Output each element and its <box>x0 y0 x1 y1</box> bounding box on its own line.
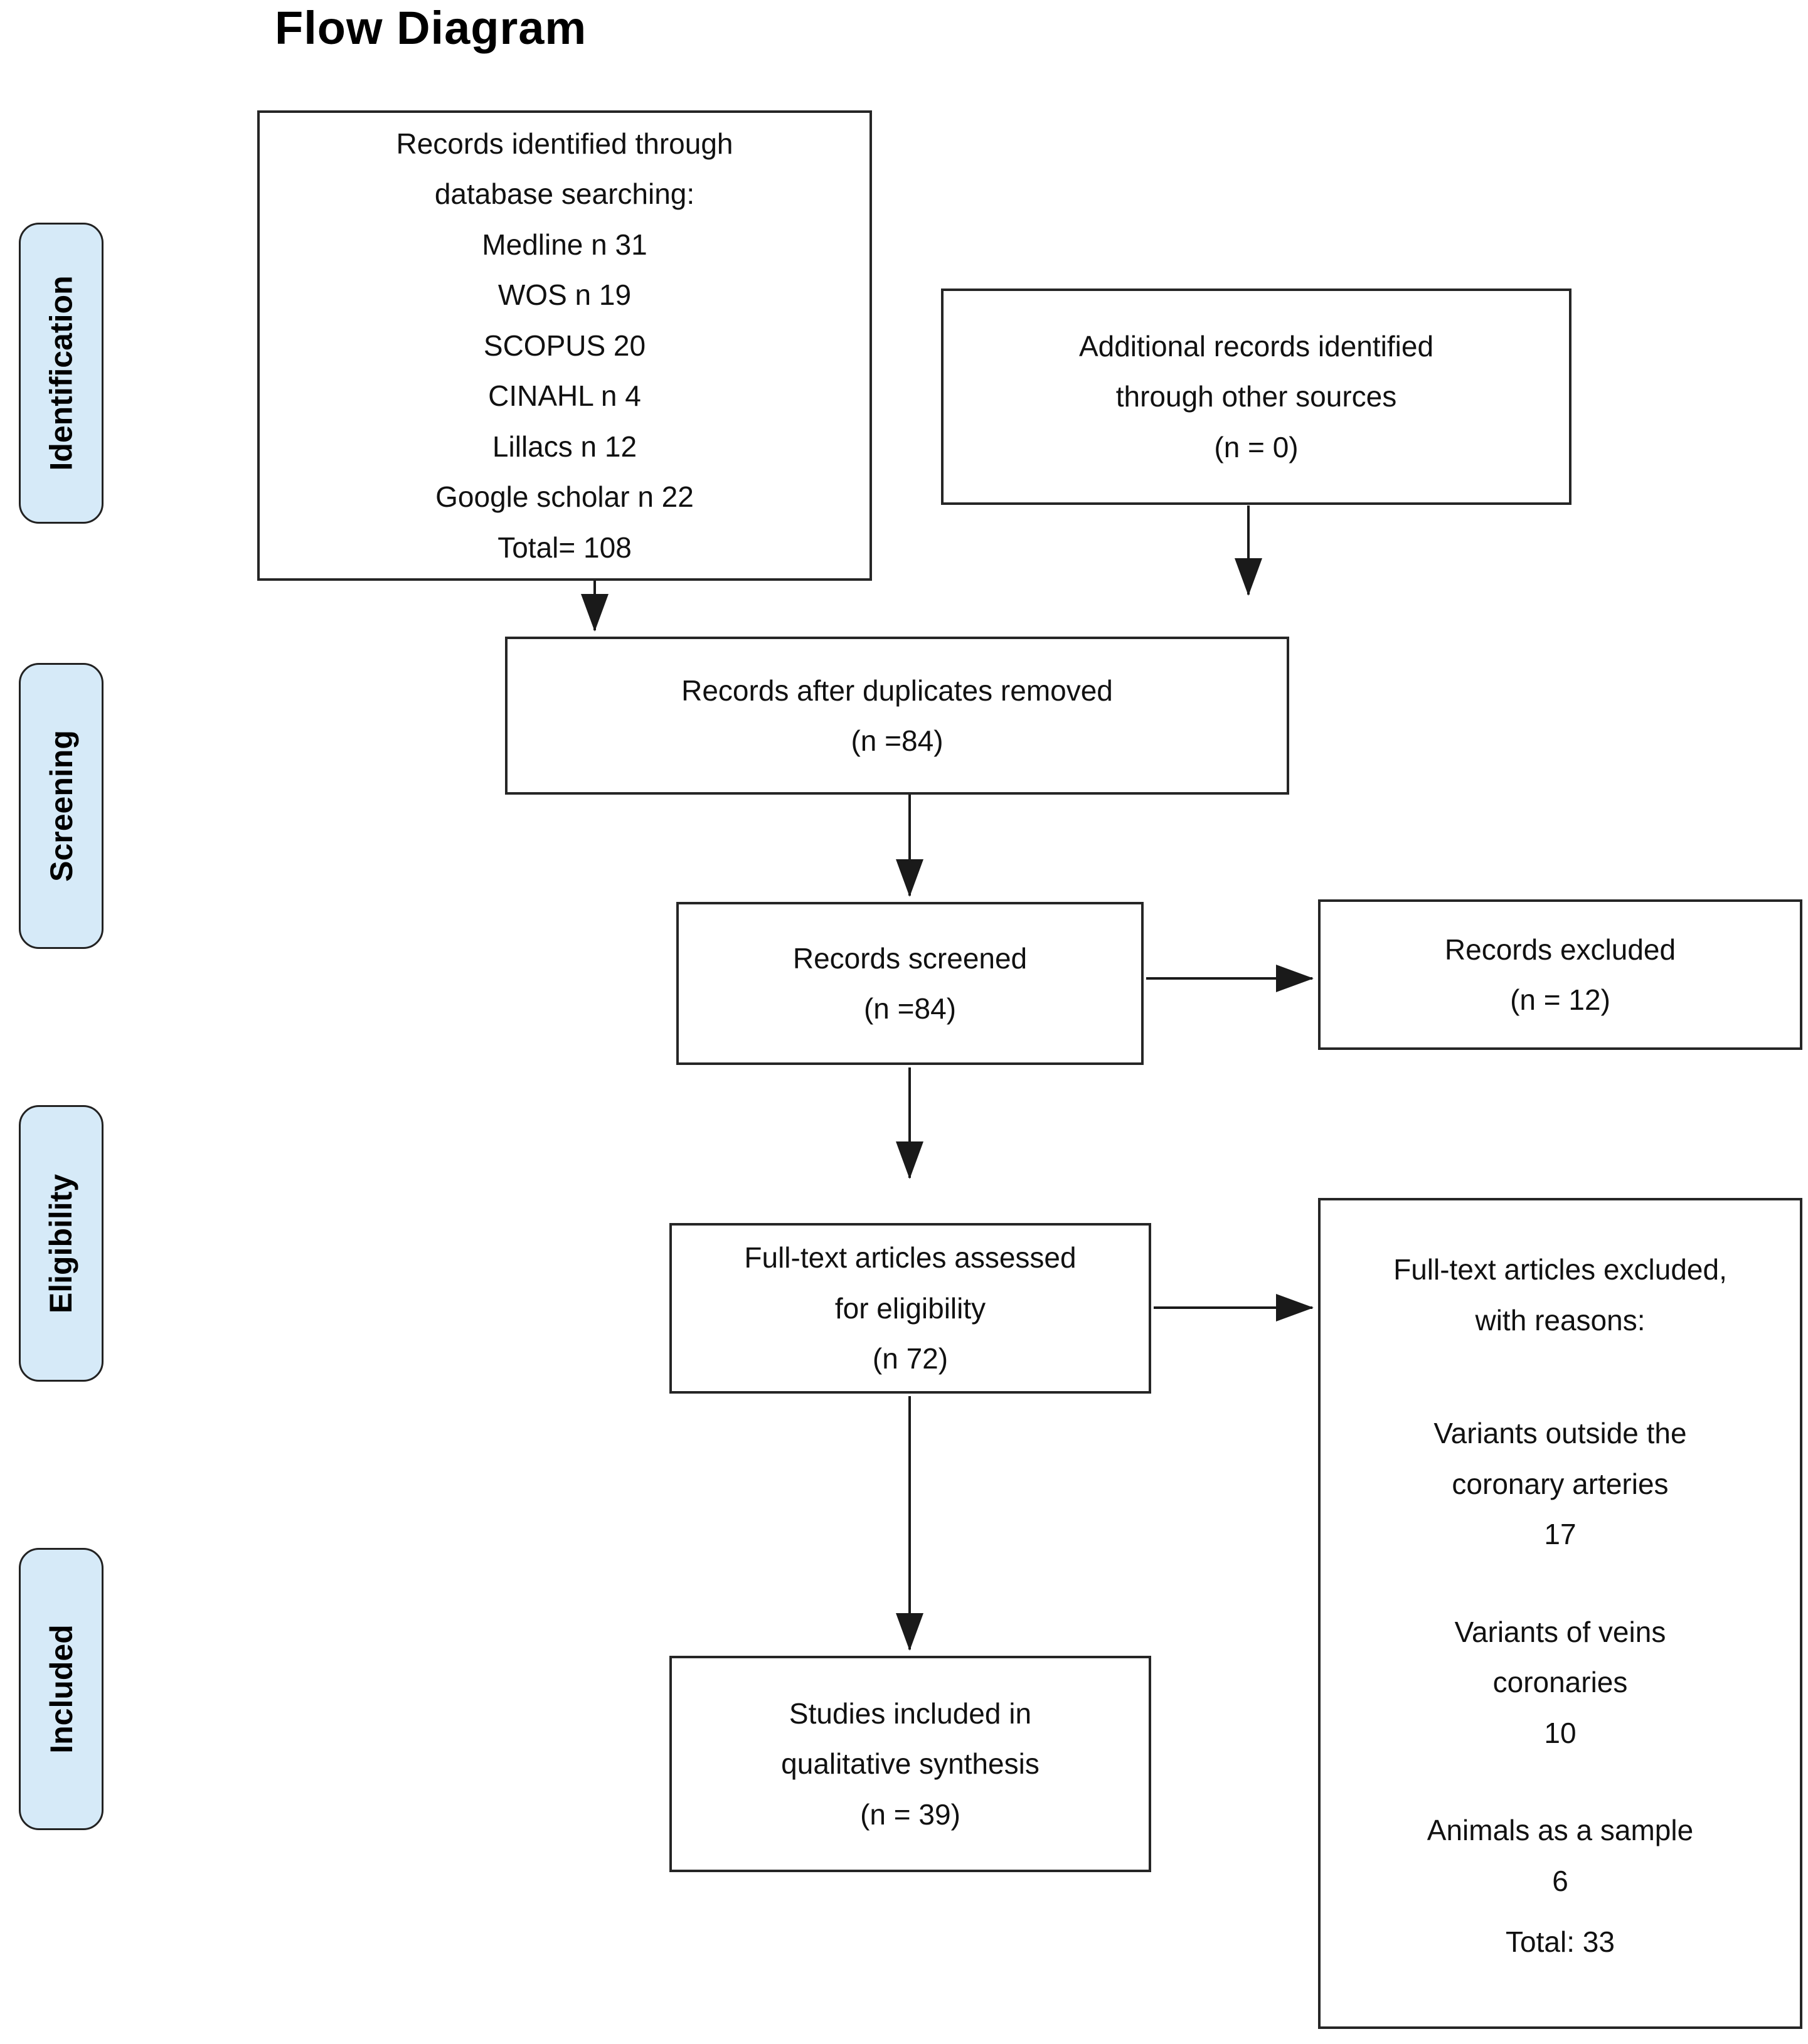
box-studies-included: Studies included in qualitative synthesi… <box>669 1656 1151 1872</box>
stage-tab-eligibility: Eligibility <box>19 1105 104 1382</box>
box-records-excluded: Records excluded (n = 12) <box>1318 899 1802 1050</box>
stage-tab-screening: Screening <box>19 663 104 949</box>
box-duplicates-removed: Records after duplicates removed (n =84) <box>505 637 1289 795</box>
stage-label-eligibility: Eligibility <box>43 1173 79 1313</box>
fulltext-excluded-header: Full-text articles excluded, with reason… <box>1393 1253 1727 1337</box>
stage-label-included: Included <box>43 1624 79 1754</box>
stage-label-identification: Identification <box>43 275 79 471</box>
fulltext-excluded-reason-1: Variants outside the coronary arteries 1… <box>1433 1417 1687 1550</box>
stage-label-screening: Screening <box>43 730 79 882</box>
page-title: Flow Diagram <box>275 2 587 54</box>
box-records-identified: Records identified through database sear… <box>257 110 872 581</box>
box-additional-records: Additional records identified through ot… <box>941 289 1571 505</box>
fulltext-excluded-reason-2: Variants of veins coronaries 10 <box>1454 1615 1666 1749</box>
fulltext-excluded-reason-3: Animals as a sample 6 <box>1427 1814 1694 1897</box>
box-fulltext-assessed: Full-text articles assessed for eligibil… <box>669 1223 1151 1394</box>
stage-tab-included: Included <box>19 1548 104 1830</box>
stage-tab-identification: Identification <box>19 223 104 524</box>
box-records-screened: Records screened (n =84) <box>676 902 1144 1065</box>
box-fulltext-excluded: Full-text articles excluded, with reason… <box>1318 1198 1802 2029</box>
fulltext-excluded-total: Total: 33 <box>1506 1925 1615 1958</box>
